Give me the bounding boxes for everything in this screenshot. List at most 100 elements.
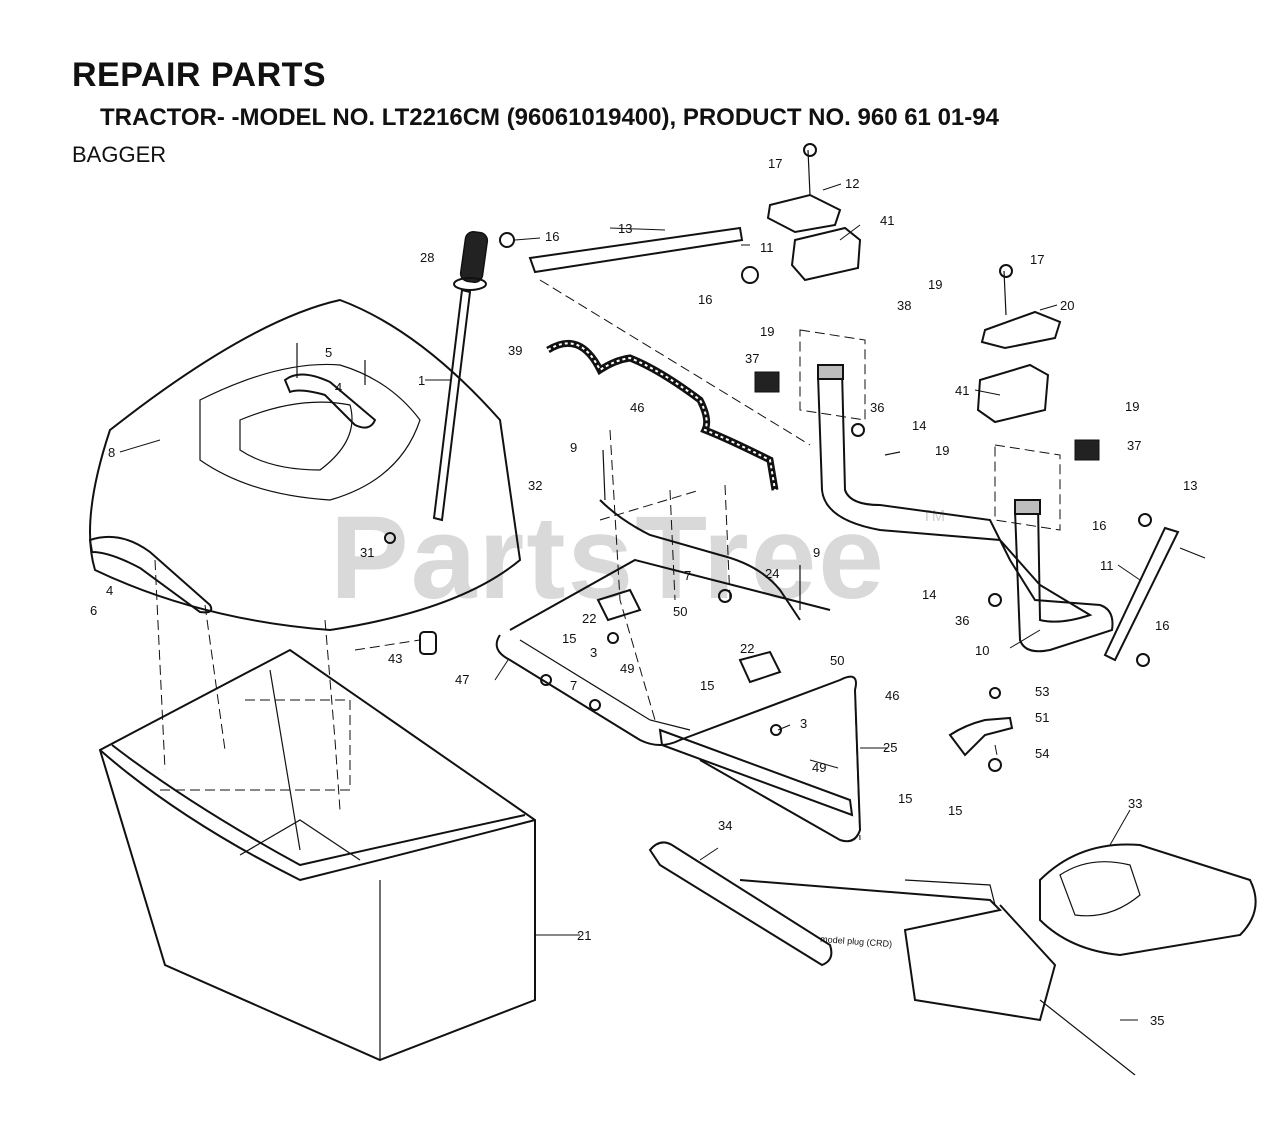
bag-frame[interactable] bbox=[98, 648, 536, 1062]
callout-15d: 15 bbox=[948, 803, 962, 818]
handle-rod[interactable] bbox=[432, 288, 472, 522]
callout-3b: 3 bbox=[800, 716, 807, 731]
callout-16c: 16 bbox=[1092, 518, 1106, 533]
callout-13a: 13 bbox=[618, 221, 632, 236]
callout-6: 6 bbox=[90, 603, 97, 618]
clamp-41-mid bbox=[976, 363, 1050, 424]
callout-37a: 37 bbox=[745, 351, 759, 366]
callout-28: 28 bbox=[420, 250, 434, 265]
callout-19a: 19 bbox=[928, 277, 942, 292]
callout-34: 34 bbox=[718, 818, 732, 833]
knob-37-right bbox=[1074, 439, 1100, 461]
header: REPAIR PARTS TRACTOR- -MODEL NO. LT2216C… bbox=[0, 0, 1280, 170]
callout-22a: 22 bbox=[582, 611, 596, 626]
callout-16b: 16 bbox=[698, 292, 712, 307]
callout-51: 51 bbox=[1035, 710, 1049, 725]
callout-15b: 15 bbox=[700, 678, 714, 693]
callout-15c: 15 bbox=[898, 791, 912, 806]
callout-32: 32 bbox=[528, 478, 542, 493]
callout-38: 38 bbox=[897, 298, 911, 313]
bagger-mount-tube[interactable] bbox=[816, 364, 1114, 653]
watermark-text: PartsTree bbox=[330, 492, 886, 624]
callout-5: 5 bbox=[325, 345, 332, 360]
callout-16a: 16 bbox=[545, 229, 559, 244]
callout-37b: 37 bbox=[1127, 438, 1141, 453]
callout-22b: 22 bbox=[740, 641, 754, 656]
callout-4a: 4 bbox=[335, 380, 342, 395]
bagger-cable[interactable] bbox=[546, 339, 779, 491]
bracket-20 bbox=[980, 310, 1062, 350]
callout-46a: 46 bbox=[630, 400, 644, 415]
callout-54: 54 bbox=[1035, 746, 1049, 761]
page-title: REPAIR PARTS bbox=[72, 56, 327, 94]
callout-20: 20 bbox=[1060, 298, 1074, 313]
callout-12: 12 bbox=[845, 176, 859, 191]
callout-31: 31 bbox=[360, 545, 374, 560]
callout-4b: 4 bbox=[106, 583, 113, 598]
bracket-12 bbox=[766, 193, 842, 234]
pin-35 bbox=[1039, 999, 1136, 1076]
callout-25: 25 bbox=[883, 740, 897, 755]
lower-rod-49 bbox=[658, 728, 854, 817]
plate-outline-mid bbox=[994, 444, 1061, 531]
support-bar-left[interactable] bbox=[528, 226, 744, 274]
bagger-cover[interactable] bbox=[89, 298, 522, 632]
chute-tube-34[interactable] bbox=[648, 841, 833, 967]
callout-19c: 19 bbox=[1125, 399, 1139, 414]
callout-17a: 17 bbox=[768, 156, 782, 171]
callout-7b: 7 bbox=[570, 678, 577, 693]
model-subtitle: TRACTOR- -MODEL NO. LT2216CM (9606101940… bbox=[100, 104, 999, 131]
callout-46b: 46 bbox=[885, 688, 899, 703]
callout-11a: 11 bbox=[760, 240, 774, 255]
callout-13b: 13 bbox=[1183, 478, 1197, 493]
callout-14b: 14 bbox=[922, 587, 936, 602]
callout-labels: 1 3 3 4 4 5 6 7 7 8 9 9 10 11 11 12 13 1… bbox=[90, 156, 1197, 1028]
callout-11b: 11 bbox=[1100, 558, 1114, 573]
bracket-22-right bbox=[738, 650, 782, 684]
callout-47: 47 bbox=[455, 672, 469, 687]
section-label: BAGGER bbox=[72, 142, 167, 167]
spacer-43 bbox=[419, 631, 437, 655]
callout-49b: 49 bbox=[812, 760, 826, 775]
callout-9a: 9 bbox=[570, 440, 577, 455]
callout-7a: 7 bbox=[684, 568, 691, 583]
discharge-chute[interactable] bbox=[739, 843, 1257, 1022]
callout-16d: 16 bbox=[1155, 618, 1169, 633]
callout-19b: 19 bbox=[760, 324, 774, 339]
callout-14a: 14 bbox=[912, 418, 926, 433]
latch-51[interactable] bbox=[948, 716, 1014, 757]
callout-1: 1 bbox=[418, 373, 425, 388]
leader-lines bbox=[119, 183, 1141, 1021]
callout-8: 8 bbox=[108, 445, 115, 460]
callout-24: 24 bbox=[765, 566, 779, 581]
handle-grip[interactable] bbox=[453, 230, 489, 291]
callout-9b: 9 bbox=[813, 545, 820, 560]
callout-39: 39 bbox=[508, 343, 522, 358]
knob-37-left bbox=[754, 371, 780, 393]
callout-35: 35 bbox=[1150, 1013, 1164, 1028]
callout-17b: 17 bbox=[1030, 252, 1044, 267]
callout-41a: 41 bbox=[880, 213, 894, 228]
support-bar-right[interactable] bbox=[1103, 526, 1180, 662]
callout-53: 53 bbox=[1035, 684, 1049, 699]
callout-21: 21 bbox=[577, 928, 591, 943]
callout-43: 43 bbox=[388, 651, 402, 666]
callout-36b: 36 bbox=[955, 613, 969, 628]
lower-frame[interactable] bbox=[495, 499, 862, 843]
cover-handle-front bbox=[88, 535, 213, 614]
callout-10: 10 bbox=[975, 643, 989, 658]
fasteners bbox=[296, 143, 1206, 772]
callout-3a: 3 bbox=[590, 645, 597, 660]
assembly-dashed-lines bbox=[154, 279, 999, 841]
callout-36a: 36 bbox=[870, 400, 884, 415]
bracket-22-left bbox=[596, 588, 642, 622]
callout-15a: 15 bbox=[562, 631, 576, 646]
callout-50a: 50 bbox=[673, 604, 687, 619]
callout-49a: 49 bbox=[620, 661, 634, 676]
clamp-41-top bbox=[790, 226, 862, 282]
cover-handle-top bbox=[283, 373, 377, 429]
callout-19d: 19 bbox=[935, 443, 949, 458]
callout-50b: 50 bbox=[830, 653, 844, 668]
callout-41b: 41 bbox=[955, 383, 969, 398]
